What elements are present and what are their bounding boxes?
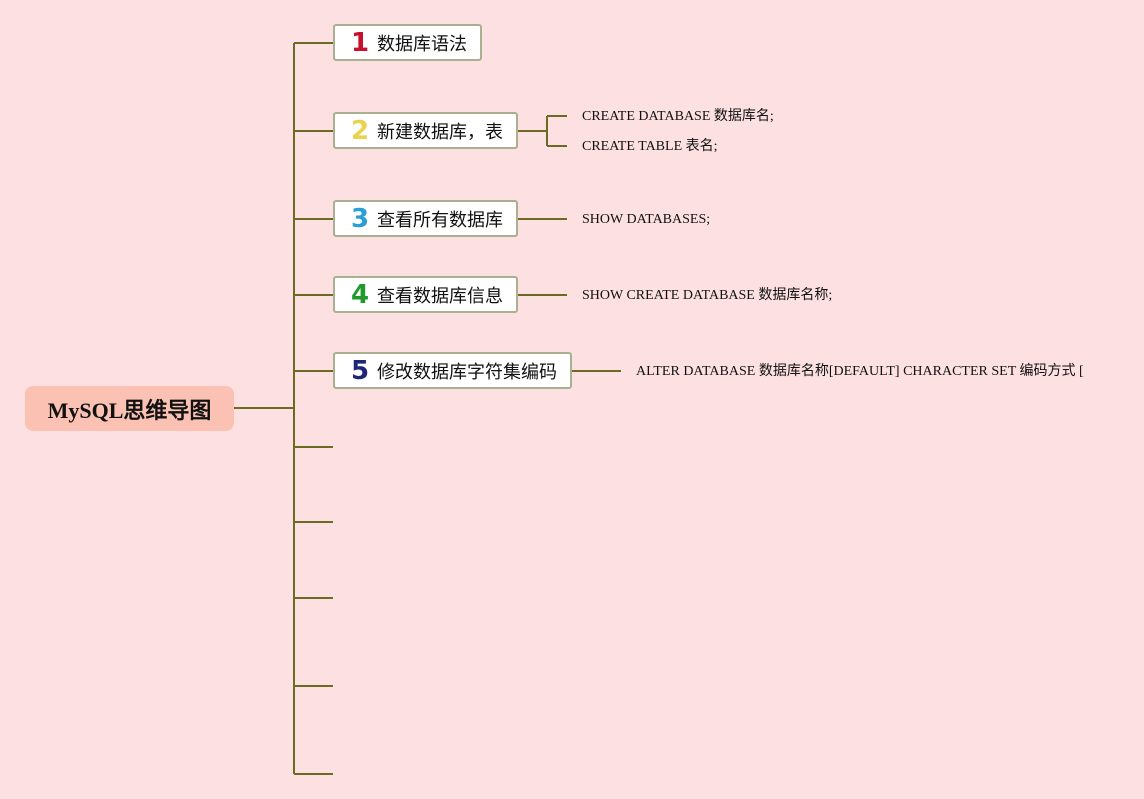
topic-3-label: 查看所有数据库 — [377, 209, 503, 231]
topic-3[interactable]: 3 查看所有数据库 — [333, 200, 518, 237]
number-1-icon: 1 — [351, 27, 370, 58]
topic-2-label: 新建数据库，表 — [377, 121, 503, 143]
number-2-icon: 2 — [351, 115, 370, 146]
topic-2-child-2[interactable]: CREATE TABLE 表名; — [582, 139, 718, 154]
topic-2-child-1[interactable]: CREATE DATABASE 数据库名; — [582, 109, 774, 124]
topic-5[interactable]: 5 修改数据库字符集编码 — [333, 352, 572, 389]
number-4-icon: 4 — [351, 279, 370, 310]
topic-2[interactable]: 2 新建数据库，表 — [333, 112, 518, 149]
root-topic-label: MySQL思维导图 — [47, 397, 212, 423]
topic-1-label: 数据库语法 — [377, 33, 467, 55]
topic-5-label: 修改数据库字符集编码 — [377, 361, 557, 383]
topic-5-child-1[interactable]: ALTER DATABASE 数据库名称[DEFAULT] CHARACTER … — [636, 364, 1084, 379]
number-3-icon: 3 — [351, 203, 370, 234]
number-5-icon: 5 — [351, 355, 370, 386]
topic-1[interactable]: 1 数据库语法 — [333, 24, 482, 61]
topic-4-child-1[interactable]: SHOW CREATE DATABASE 数据库名称; — [582, 288, 833, 303]
root-topic[interactable]: MySQL思维导图 — [25, 386, 234, 431]
topic-4-label: 查看数据库信息 — [377, 285, 503, 307]
topic-3-child-1[interactable]: SHOW DATABASES; — [582, 212, 711, 227]
topic-4[interactable]: 4 查看数据库信息 — [333, 276, 518, 313]
